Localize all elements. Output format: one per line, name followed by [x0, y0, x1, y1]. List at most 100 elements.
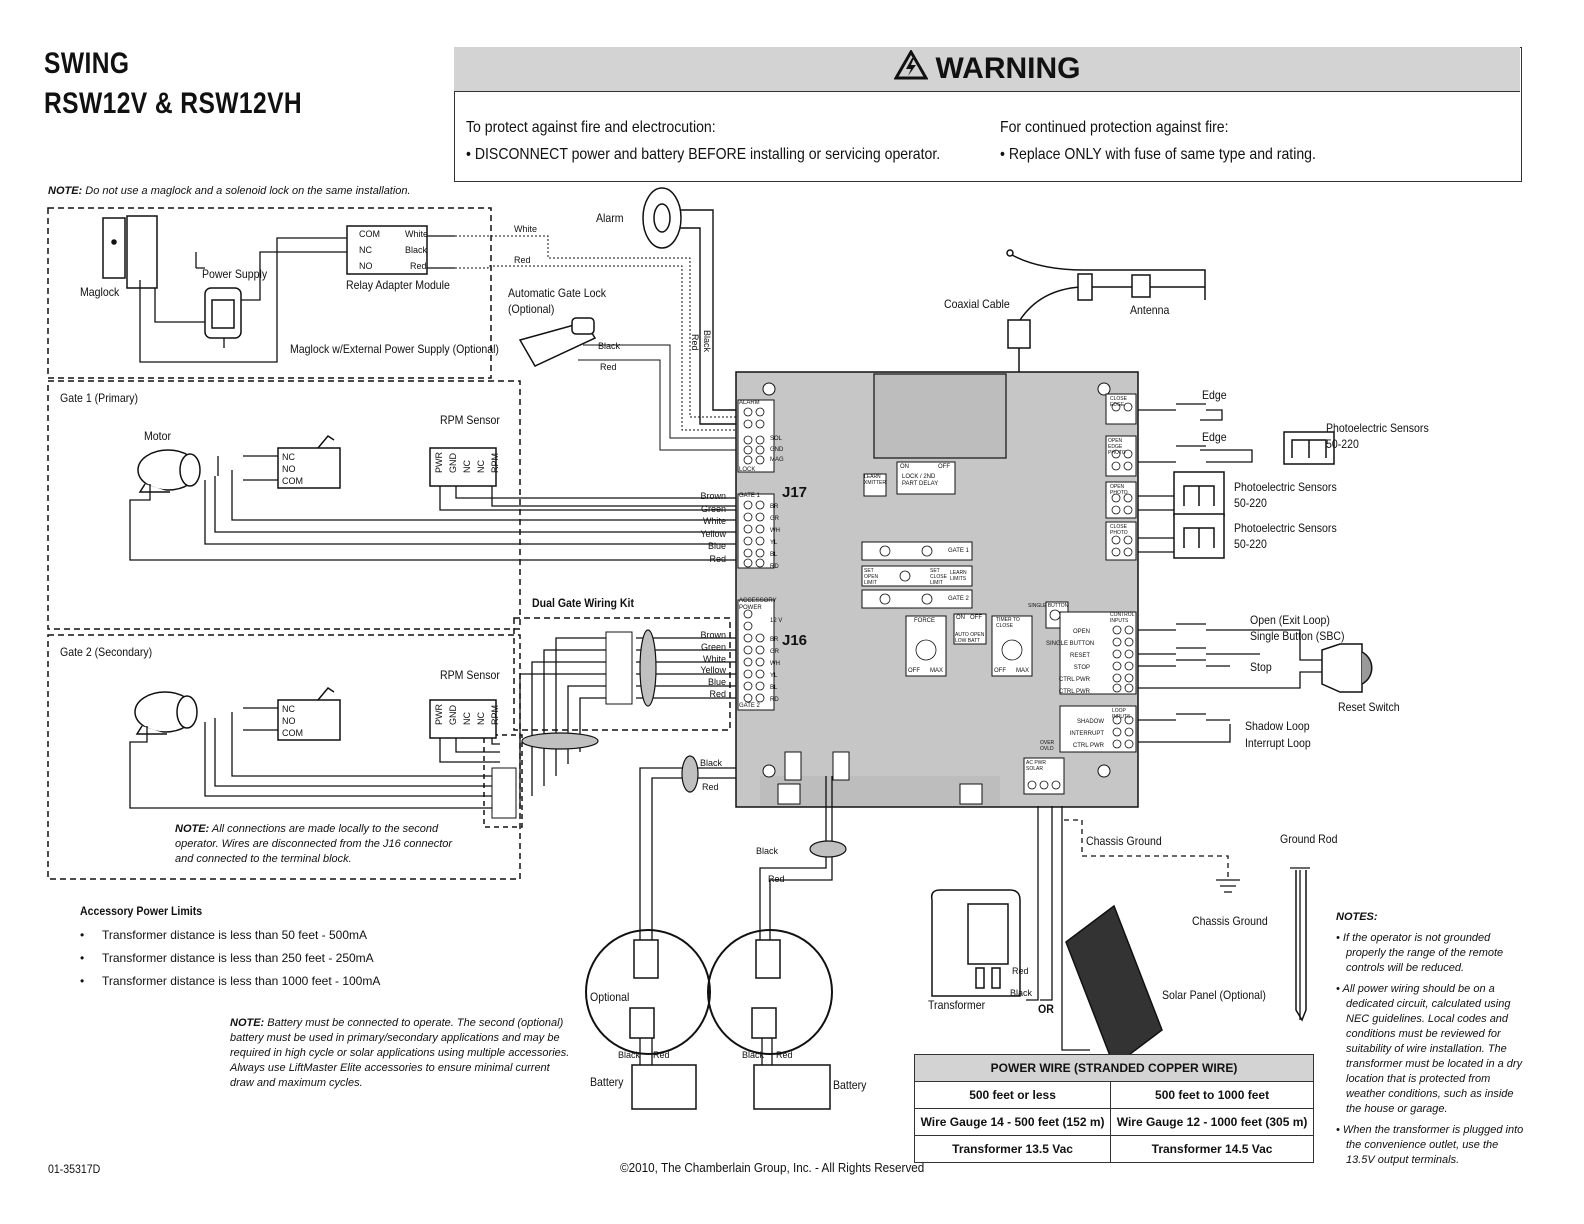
local-note-text: All connections are made locally to the … — [175, 823, 453, 865]
part-number: 01-35317D — [48, 1162, 101, 1176]
power-table-cell: 500 feet to 1000 feet — [1110, 1081, 1314, 1109]
limits-list: Transformer distance is less than 50 fee… — [80, 928, 380, 997]
terminal-block-box — [483, 734, 523, 828]
maglock-note: NOTE: Do not use a maglock and a solenoi… — [48, 184, 411, 199]
j16-pin-rd: RD — [770, 697, 779, 703]
force-label: FORCE — [914, 618, 935, 624]
battery-red-label-1: Red — [702, 782, 719, 792]
gate2-wire-colors: Brown Green White Yellow Blue Red — [688, 630, 726, 701]
wire-label-white: White — [514, 224, 538, 234]
power-supply-icon — [204, 287, 242, 339]
antenna-icon — [1006, 249, 1206, 378]
page-title: SWING RSW12V & RSW12VH — [44, 44, 302, 124]
or-label: OR — [1038, 1002, 1054, 1016]
ci-reset: RESET — [1069, 653, 1090, 659]
battery-note-text: Battery must be connected to operate. Th… — [230, 1017, 570, 1089]
ls1-pin-no: NO — [282, 464, 296, 474]
relay-wire-black: Black — [405, 245, 428, 255]
battery-red-label-2: Red — [768, 874, 785, 884]
loop-inputs-label: LOOP INPUTS — [1112, 708, 1131, 720]
force-max-label: MAX — [930, 668, 944, 674]
limit-switch2-icon — [277, 687, 341, 741]
photo-sensor-model: 50-220 — [1234, 496, 1267, 510]
j16-pin-yl: YL — [770, 673, 778, 679]
loop-labels: Shadow Loop Interrupt Loop — [1245, 718, 1311, 752]
rpm-sensor1-icon — [429, 447, 497, 487]
board-accessory-power-label: ACCESSORY POWER — [739, 598, 777, 611]
gate1-section-box — [47, 380, 521, 630]
warning-heading: WARNING — [935, 52, 1081, 85]
open-single-labels: Open (Exit Loop) Single Button (SBC) — [1250, 612, 1345, 644]
wire-brown: Brown — [700, 630, 726, 640]
auto-open-off-label: OFF — [970, 615, 982, 621]
relay-pin-com: COM — [359, 229, 380, 239]
rpm2-pin-gnd: GND — [448, 705, 458, 725]
learn-limits-label: LEARN LIMITS — [950, 570, 967, 582]
open-exit-label: Open (Exit Loop) — [1250, 613, 1330, 627]
photo-sensor-label-open: Photoelectric Sensors 50-220 — [1234, 479, 1337, 511]
wire-white: White — [702, 653, 726, 664]
maglock-label: Maglock — [80, 285, 120, 299]
wire-label-red-vertical: Red — [690, 334, 700, 351]
limits-heading: Accessory Power Limits — [80, 904, 203, 918]
alarm-label: Alarm — [596, 211, 624, 225]
rpm1-pins: PWR GND NC NC RPM — [434, 452, 500, 473]
board-alarm-label: ALARM — [739, 400, 760, 406]
rpm1-pin-nc: NC — [462, 460, 472, 473]
li-interrupt: INTERRUPT — [1069, 731, 1104, 737]
right-note-item: • All power wiring should be on a dedica… — [1336, 983, 1523, 1115]
rpm-sensor2-label: RPM Sensor — [440, 668, 500, 682]
board-gnd-label: GND — [770, 447, 784, 453]
ci-stop: STOP — [1073, 665, 1090, 671]
open-edge-board-label: OPEN EDGE PHOTO — [1108, 438, 1126, 456]
j17-pin-bl: BL — [770, 552, 778, 558]
warning-left: To protect against fire and electrocutio… — [466, 114, 940, 168]
title-line-2: RSW12V & RSW12VH — [44, 87, 303, 120]
wire-blue: Blue — [707, 677, 726, 688]
close-photo-board-label: CLOSE PHOTO — [1110, 524, 1128, 536]
photo-sensor-name: Photoelectric Sensors — [1234, 480, 1337, 494]
maglock-ext-label: Maglock w/External Power Supply (Optiona… — [290, 342, 499, 356]
right-notes: NOTES: • If the operator is not grounded… — [1336, 910, 1526, 1174]
open-photo-board-label: OPEN PHOTO — [1110, 484, 1128, 496]
control-inputs-label: CONTROL INPUTS — [1110, 612, 1135, 624]
photo-sensor-name: Photoelectric Sensors — [1234, 521, 1337, 535]
j17-pin-rd: RD — [770, 564, 779, 570]
motor1-icon — [137, 449, 201, 493]
maglock-note-prefix: NOTE: — [48, 185, 83, 197]
photo-sensor-name: Photoelectric Sensors — [1326, 421, 1429, 435]
gate-lock-optional-label: (Optional) — [508, 302, 555, 316]
control-inputs-list: OPEN SINGLE BUTTON RESET STOP CTRL PWR C… — [1046, 626, 1094, 698]
photo-sensor-label-close: Photoelectric Sensors 50-220 — [1234, 520, 1337, 552]
li-shadow: SHADOW — [1077, 719, 1104, 725]
ci-open: OPEN — [1072, 629, 1090, 635]
rpm2-pin-rpm: RPM — [490, 705, 500, 725]
learn-xmitter-label: LEARN XMITTER — [864, 474, 886, 486]
wire-label-red: Red — [514, 255, 531, 265]
battery1-black-label: Black — [618, 1050, 641, 1060]
battery2-red-label: Red — [776, 1050, 793, 1060]
alarm-icon — [642, 187, 682, 249]
edge-label-2: Edge — [1202, 430, 1227, 444]
stop-label: Stop — [1250, 660, 1272, 674]
relay-module-icon — [346, 225, 428, 275]
ls2-pin-nc: NC — [282, 704, 295, 714]
j17-pin-gr: GR — [770, 516, 779, 522]
ci-ctrl-pwr: CTRL PWR — [1058, 677, 1090, 683]
rpm2-pins: PWR GND NC NC RPM — [434, 704, 500, 725]
over-ovld-label: OVER OVLD — [1040, 740, 1055, 752]
warning-triangle-icon — [892, 48, 929, 88]
wire-red: Red — [709, 688, 726, 699]
transformer-black-label: Black — [1010, 988, 1033, 998]
transformer-label: Transformer — [928, 998, 986, 1012]
interrupt-loop-label: Interrupt Loop — [1245, 736, 1311, 750]
battery-black-label-1: Black — [700, 758, 723, 768]
gate-lock-label: Automatic Gate Lock — [508, 286, 607, 300]
board-j16-pins: BR GR WH YL BL RD — [770, 634, 780, 706]
dual-gate-kit-label: Dual Gate Wiring Kit — [532, 596, 634, 610]
ac-pwr-label: AC PWR SOLAR — [1026, 760, 1046, 772]
power-table-cell: 500 feet or less — [913, 1081, 1112, 1109]
wire-green: Green — [700, 641, 726, 652]
j16-pin-wh: WH — [770, 661, 780, 667]
single-button-board-label: SINGLE BUTTON — [1028, 603, 1069, 609]
